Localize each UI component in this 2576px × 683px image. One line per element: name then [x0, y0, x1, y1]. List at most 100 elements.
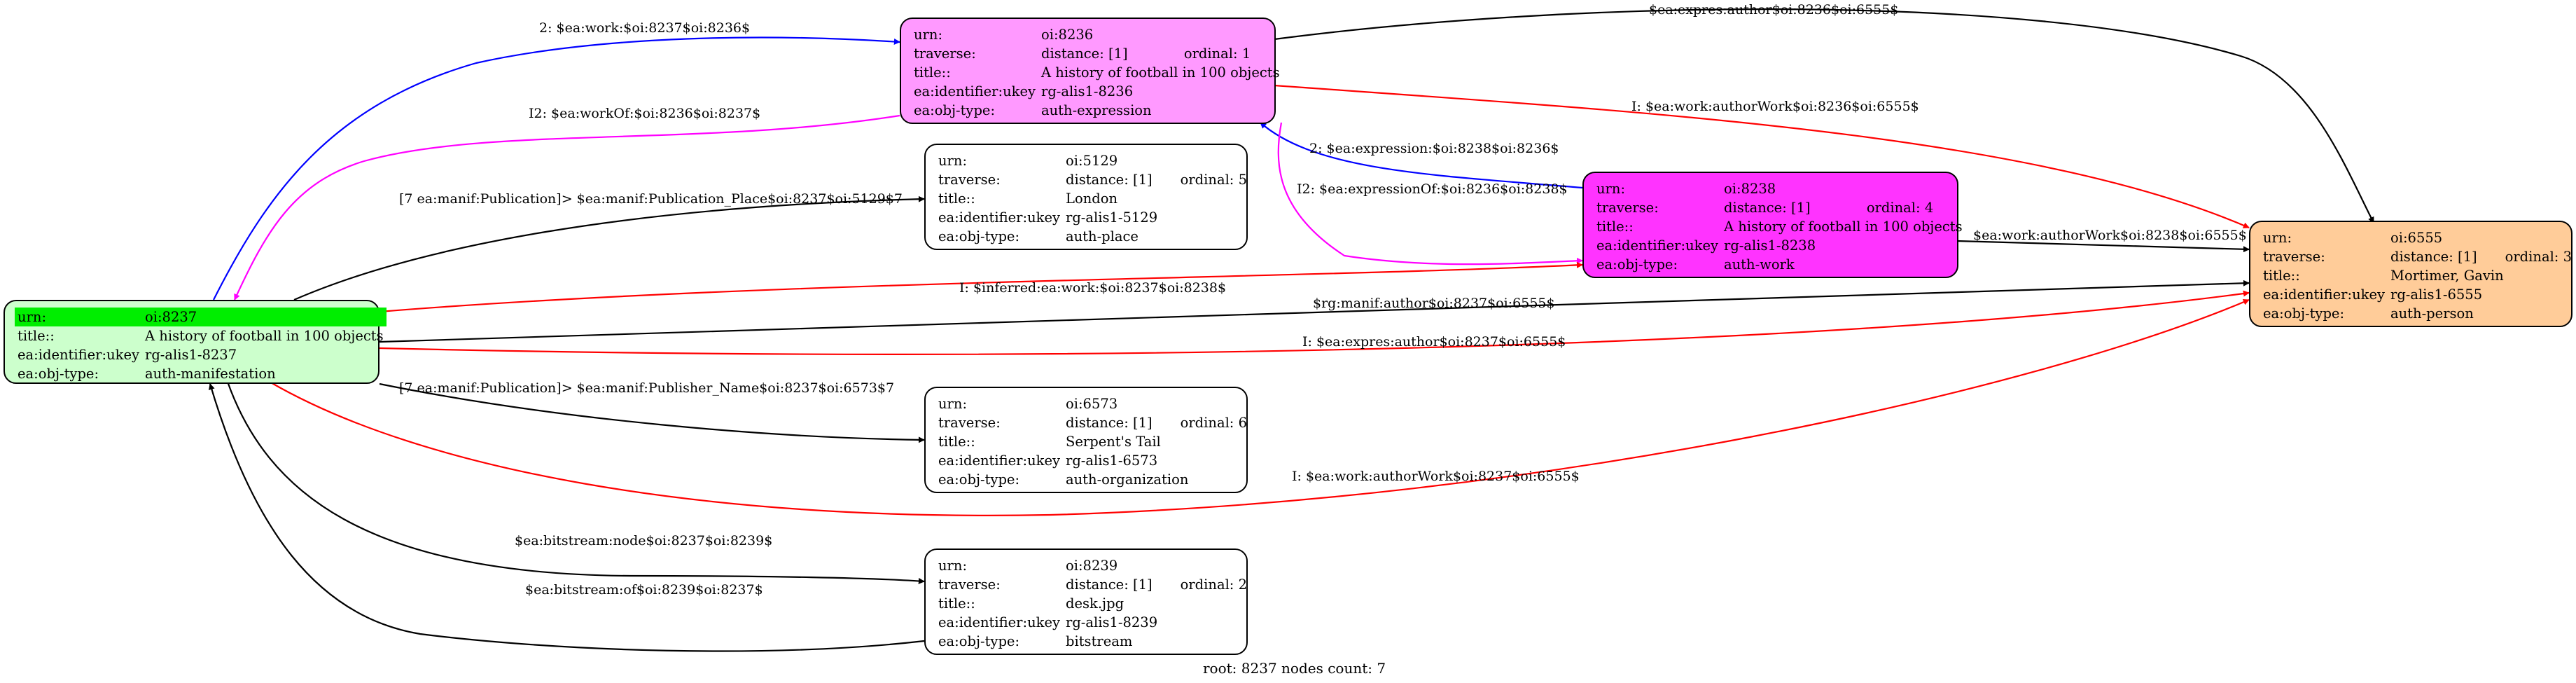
distance-value: distance: [1]	[1066, 577, 1153, 593]
edge-e13	[269, 298, 2250, 516]
objtype-value: auth-organization	[1066, 471, 1189, 488]
urn-value: oi:5129	[1066, 153, 1118, 169]
edge-label-e15: $ea:bitstream:of$oi:8239$oi:8237$	[525, 582, 763, 598]
objtype-label: ea:obj-type:	[938, 471, 1020, 488]
edge-e4	[1274, 84, 2250, 229]
distance-value: distance: [1]	[1066, 415, 1153, 431]
title-label: title::	[1596, 219, 1634, 235]
traverse-label: traverse:	[938, 172, 1001, 188]
ukey-value: rg-alis1-6573	[1066, 453, 1158, 469]
edge-e12	[379, 382, 925, 443]
objtype-value: auth-place	[1066, 228, 1139, 244]
ukey-label: ea:identifier:ukey	[914, 83, 1036, 99]
distance-value: distance: [1]	[1066, 172, 1153, 188]
title-label: title::	[18, 328, 55, 344]
edge-label-e7: [7 ea:manif:Publication]> $ea:manif:Publ…	[399, 191, 903, 207]
traverse-label: traverse:	[938, 415, 1001, 431]
urn-label: urn:	[15, 308, 142, 326]
title-value: A history of football in 100 objects	[145, 328, 384, 344]
node-oi-8239[interactable]: urn:oi:8239 traverse:distance: [1]ordina…	[924, 549, 1248, 655]
traverse-label: traverse:	[938, 577, 1001, 593]
node-oi-5129[interactable]: urn:oi:5129 traverse:distance: [1]ordina…	[924, 144, 1248, 250]
edge-label-e5: 2: $ea:expression:$oi:8238$oi:8236$	[1309, 141, 1559, 156]
title-label: title::	[938, 191, 975, 207]
edge-label-e10: $rg:manif:author$oi:8237$oi:6555$	[1313, 296, 1555, 311]
edge-label-e8: $ea:work:authorWork$oi:8238$oi:6555$	[1973, 228, 2247, 243]
objtype-value: auth-work	[1724, 256, 1795, 272]
ukey-label: ea:identifier:ukey	[938, 453, 1060, 469]
urn-value: oi:8237	[142, 308, 387, 326]
ukey-value: rg-alis1-8238	[1724, 237, 1816, 254]
objtype-value: auth-manifestation	[145, 366, 276, 382]
urn-value: oi:6555	[2390, 230, 2443, 246]
ordinal-value: ordinal: 3	[2505, 249, 2572, 265]
node-oi-6573[interactable]: urn:oi:6573 traverse:distance: [1]ordina…	[924, 387, 1248, 493]
ukey-value: rg-alis1-8236	[1041, 83, 1134, 99]
edge-label-e14: $ea:bitstream:node$oi:8237$oi:8239$	[515, 533, 772, 549]
edge-e15	[208, 383, 925, 652]
title-label: title::	[914, 64, 951, 81]
node-oi-8238[interactable]: urn:oi:8238 traverse:distance: [1]ordina…	[1582, 172, 1963, 278]
graph-caption: root: 8237 nodes count: 7	[1203, 660, 1386, 677]
objtype-label: ea:obj-type:	[938, 633, 1020, 649]
urn-label: urn:	[2263, 230, 2292, 246]
edge-e8	[1956, 240, 2250, 253]
objtype-label: ea:obj-type:	[914, 102, 996, 118]
distance-value: distance: [1]	[2390, 249, 2477, 265]
distance-value: distance: [1]	[1041, 46, 1128, 62]
traverse-label: traverse:	[1596, 200, 1659, 216]
ordinal-value: ordinal: 2	[1180, 577, 1247, 593]
edge-label-e6: I2: $ea:expressionOf:$oi:8236$oi:8238$	[1297, 181, 1568, 197]
objtype-label: ea:obj-type:	[2263, 305, 2345, 322]
title-value: Serpent's Tail	[1066, 434, 1161, 450]
edge-label-e2: $ea:expres:author$oi:8236$oi:6555$	[1649, 2, 1898, 18]
ukey-value: rg-alis1-5129	[1066, 209, 1158, 226]
objtype-value: bitstream	[1066, 633, 1133, 649]
ordinal-value: ordinal: 5	[1180, 172, 1247, 188]
edge-label-e13: I: $ea:work:authorWork$oi:8237$oi:6555$	[1292, 469, 1580, 484]
ukey-label: ea:identifier:ukey	[18, 347, 139, 363]
node-oi-6555[interactable]: urn: oi:6555 traverse: distance: [1] ordina…	[2249, 221, 2572, 327]
title-value: desk.jpg	[1066, 595, 1125, 612]
edge-e14	[226, 381, 925, 584]
node-oi-8236[interactable]: urn:oi:8236 traverse:distance: [1]ordina…	[900, 18, 1280, 124]
objtype-label: ea:obj-type:	[18, 366, 99, 382]
objtype-value: auth-expression	[1041, 102, 1152, 118]
edge-label-e12: [7 ea:manif:Publication]> $ea:manif:Publ…	[399, 380, 894, 396]
edge-e3	[234, 114, 900, 301]
distance-value: distance: [1]	[1724, 200, 1811, 216]
urn-label: urn:	[914, 27, 943, 43]
objtype-label: ea:obj-type:	[1596, 256, 1678, 272]
title-value: London	[1066, 191, 1118, 207]
edge-e9	[379, 261, 1583, 313]
urn-value: oi:6573	[1066, 396, 1118, 412]
objtype-label: ea:obj-type:	[938, 228, 1020, 244]
urn-value: oi:8239	[1066, 558, 1118, 574]
node-oi-8237-root[interactable]: urn:oi:8237 title::A history of football…	[4, 300, 387, 384]
edge-label-e9: I: $inferred:ea:work:$oi:8237$oi:8238$	[959, 280, 1226, 296]
edge-e11	[379, 290, 2250, 355]
urn-value: oi:8236	[1041, 27, 1094, 43]
ordinal-value: ordinal: 4	[1866, 200, 1934, 216]
ordinal-value: ordinal: 6	[1180, 415, 1247, 431]
edge-e1	[213, 36, 900, 301]
title-label: title::	[938, 595, 975, 612]
title-value: A history of football in 100 objects	[1724, 219, 1963, 235]
title-label: title::	[2263, 268, 2300, 284]
ukey-label: ea:identifier:ukey	[938, 209, 1060, 226]
urn-label: urn:	[1596, 181, 1626, 197]
ukey-value: rg-alis1-6555	[2390, 287, 2483, 303]
edge-e6	[1277, 122, 1583, 265]
title-value: Mortimer, Gavin	[2390, 268, 2504, 284]
edge-e7	[293, 195, 925, 301]
traverse-label: traverse:	[2263, 249, 2325, 265]
ordinal-value: ordinal: 1	[1183, 46, 1251, 62]
title-label: title::	[938, 434, 975, 450]
edge-label-e11: I: $ea:expres:author$oi:8237$oi:6555$	[1302, 334, 1566, 350]
title-value: A history of football in 100 objects	[1041, 64, 1280, 81]
objtype-value: auth-person	[2390, 305, 2474, 322]
edge-label-e1: 2: $ea:work:$oi:8237$oi:8236$	[539, 20, 750, 36]
ukey-label: ea:identifier:ukey	[938, 614, 1060, 630]
ukey-label: ea:identifier:ukey	[2263, 287, 2385, 303]
